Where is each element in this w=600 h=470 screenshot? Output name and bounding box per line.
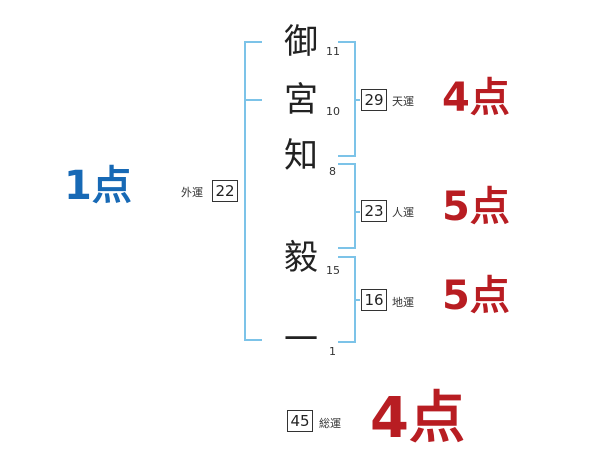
stroke-count-3: 8: [329, 165, 336, 178]
stroke-count-2: 10: [326, 105, 340, 118]
name-char-4: 毅: [284, 238, 318, 278]
tenun-score: 4点: [442, 75, 510, 121]
stroke-count-1: 11: [326, 45, 340, 58]
name-char-3: 知: [284, 136, 318, 176]
stroke-count-5: 1: [329, 345, 336, 358]
chiun-value-box: 16: [361, 289, 387, 311]
souun-label: 総運: [319, 417, 341, 430]
chiun-score: 5点: [442, 273, 510, 319]
jinun-score: 5点: [442, 184, 510, 230]
tenun-value-box: 29: [361, 89, 387, 111]
stroke-count-4: 15: [326, 264, 340, 277]
souun-score: 4点: [370, 386, 465, 451]
tenun-label: 天運: [392, 95, 414, 108]
gaiun-value-box: 22: [212, 180, 238, 202]
gaiun-label: 外運: [181, 186, 203, 199]
name-char-1: 御: [284, 22, 318, 62]
gaiun-score: 1点: [64, 163, 132, 209]
name-char-2: 宮: [284, 80, 318, 120]
jinun-value-box: 23: [361, 200, 387, 222]
name-char-5: 一: [284, 320, 318, 360]
jinun-label: 人運: [392, 206, 414, 219]
chiun-label: 地運: [392, 296, 414, 309]
souun-value-box: 45: [287, 410, 313, 432]
